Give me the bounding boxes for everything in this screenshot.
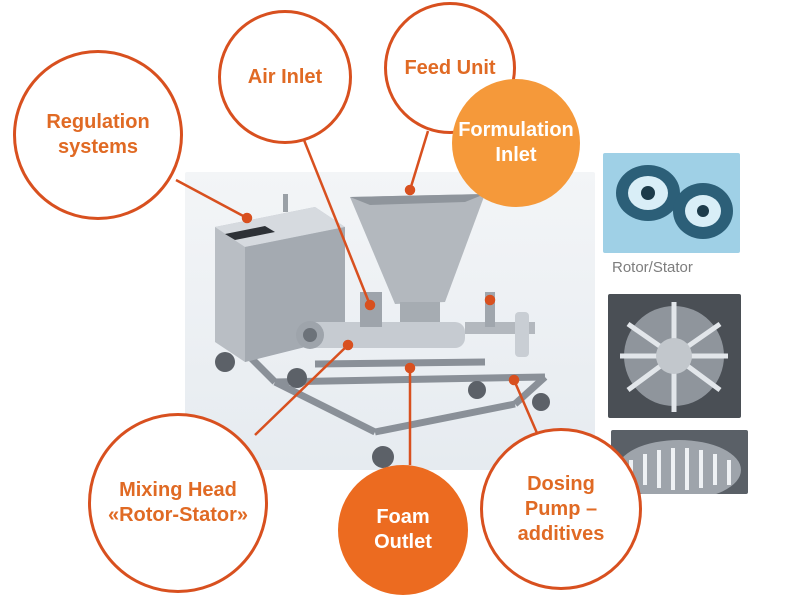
rotor-stator-caption: Rotor/Stator [612,259,693,276]
rotor-stator-thumbnail-middle [608,294,741,418]
leader-formulation-dot [484,294,496,306]
callout-air-inlet-label: Air Inlet [247,65,323,88]
leader-air-inlet-dot [364,299,376,311]
callout-air-inlet: Air Inlet [218,10,352,144]
leader-feed-unit-dot [404,184,416,196]
callout-dosing-pump: Dosing Pump – additives [480,428,642,590]
callout-foam-outlet-label: Foam Outlet [374,506,432,553]
callout-formulation-inlet-label: Formulation Inlet [458,119,574,166]
leader-air-inlet [296,124,372,306]
callout-mixing-head: Mixing Head «Rotor-Stator» [88,413,268,593]
feed-hopper [350,194,485,327]
callout-regulation-systems: Regulation systems [13,50,183,220]
leader-dosing-pump-dot [508,374,520,386]
callout-feed-unit-label: Feed Unit [404,56,496,79]
machine-frame [242,349,548,436]
leader-foam-outlet-dot [404,362,416,374]
callout-formulation-inlet: Formulation Inlet [452,79,580,207]
rotor-stator-thumbnail-top [603,153,740,253]
leader-dosing-pump [512,379,542,441]
callout-regulation-label: Regulation systems [46,111,150,158]
leader-feed-unit [408,130,430,191]
machine-photo [185,172,595,470]
callout-foam-outlet: Foam Outlet [338,465,468,595]
leader-mixing-head-dot [342,339,354,351]
callout-dosing-pump-label: Dosing Pump – additives [517,472,605,545]
leader-mixing-head [254,344,349,436]
leader-regulation-dot [241,212,253,224]
machine-wheels [215,352,550,468]
leader-regulation [175,178,248,220]
callout-mixing-head-label: Mixing Head «Rotor-Stator» [107,479,248,526]
